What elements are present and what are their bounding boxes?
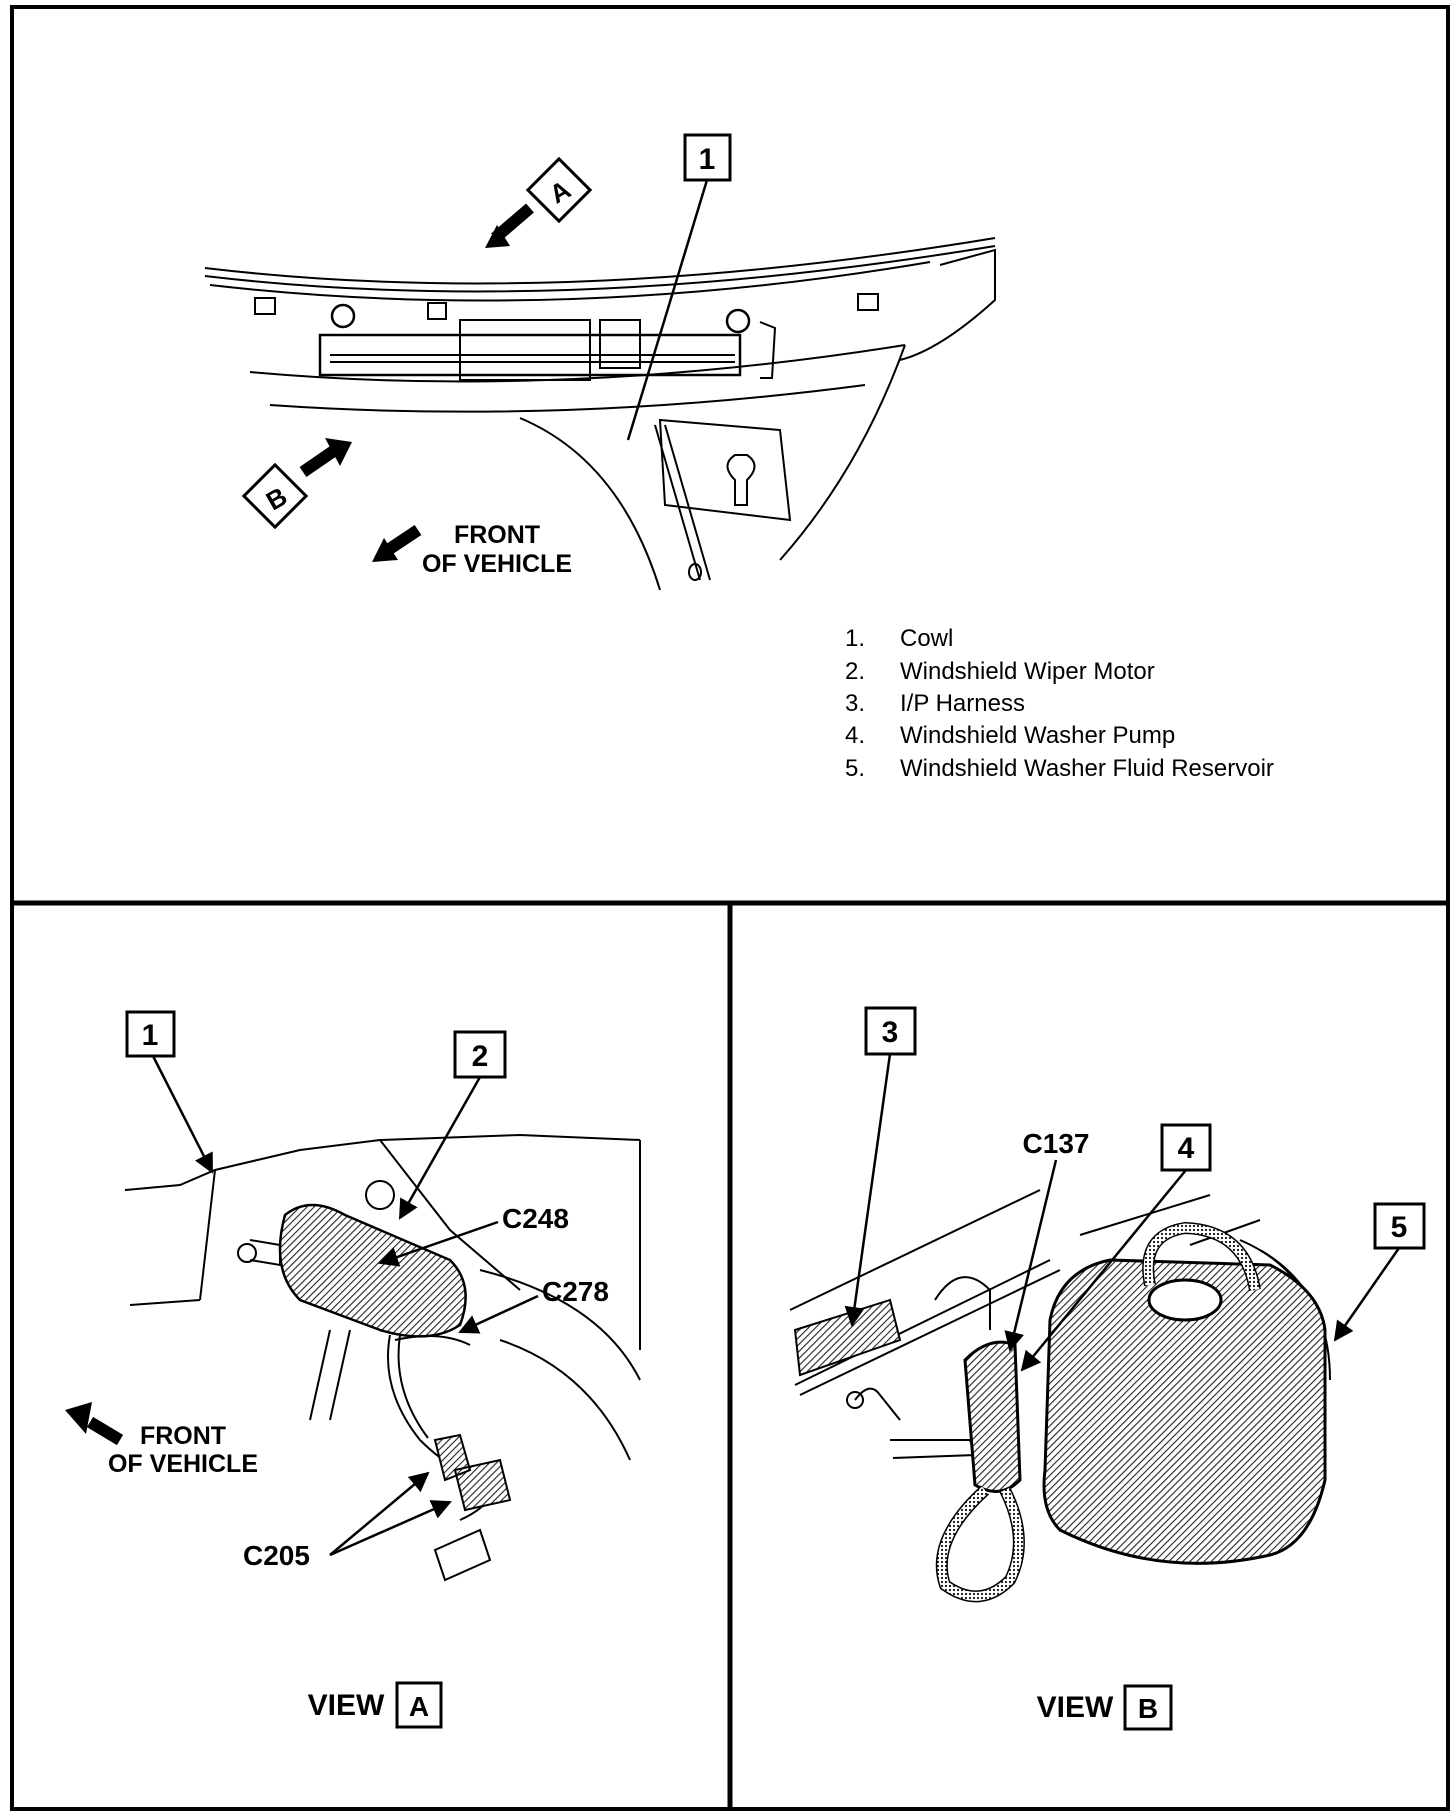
svg-text:1: 1: [699, 143, 716, 176]
svg-text:C248: C248: [502, 1203, 569, 1234]
callout-1-view-a: 1: [125, 1010, 214, 1174]
view-b-panel: 3 C137 4 5 VIEW B: [789, 1006, 1426, 1731]
svg-text:3.: 3.: [845, 690, 865, 717]
svg-text:Windshield Washer Pump: Windshield Washer Pump: [900, 722, 1175, 749]
callout-1-top: 1: [626, 133, 732, 441]
top-panel: 1 A B FRONT OF VEHICLE 1. Cowl: [204, 133, 1274, 782]
svg-text:4.: 4.: [845, 722, 865, 749]
svg-text:5: 5: [1391, 1211, 1408, 1244]
svg-text:Windshield Wiper Motor: Windshield Wiper Motor: [900, 658, 1155, 685]
svg-text:VIEW: VIEW: [1037, 1691, 1114, 1724]
svg-text:Cowl: Cowl: [900, 625, 953, 652]
svg-text:4: 4: [1178, 1132, 1195, 1165]
svg-text:A: A: [409, 1691, 429, 1722]
view-a-panel: 1 2 C248 C278 C205 FRONT O: [65, 1010, 641, 1729]
svg-text:FRONT: FRONT: [454, 521, 540, 549]
legend: 1. Cowl 2. Windshield Wiper Motor 3. I/P…: [845, 625, 1274, 782]
callout-4-view-b: 4: [1020, 1123, 1212, 1372]
svg-text:Windshield Washer Fluid Reserv: Windshield Washer Fluid Reservoir: [900, 755, 1274, 782]
cowl-illustration: [204, 237, 996, 591]
svg-text:5.: 5.: [845, 755, 865, 782]
svg-text:C137: C137: [1023, 1128, 1090, 1159]
view-a-illustration: [124, 1133, 641, 1582]
svg-text:I/P Harness: I/P Harness: [900, 690, 1025, 717]
svg-text:2.: 2.: [845, 658, 865, 685]
callout-5-view-b: 5: [1333, 1202, 1426, 1342]
reservoir-cap: [1147, 1278, 1223, 1322]
svg-text:VIEW: VIEW: [308, 1689, 385, 1722]
connector-c278-label: C278: [458, 1276, 609, 1334]
front-of-vehicle-view-a: FRONT OF VEHICLE: [65, 1402, 258, 1478]
svg-text:1.: 1.: [845, 625, 865, 652]
svg-text:C205: C205: [243, 1540, 310, 1571]
ip-harness: [793, 1298, 902, 1377]
view-a-indicator: A: [485, 156, 593, 248]
svg-text:OF VEHICLE: OF VEHICLE: [422, 550, 572, 578]
wiper-motor-body: [278, 1203, 467, 1338]
svg-text:B: B: [1138, 1693, 1158, 1724]
svg-text:2: 2: [472, 1040, 489, 1073]
view-b-indicator: B: [241, 438, 352, 530]
connector-c205-body: [433, 1433, 512, 1512]
svg-text:C278: C278: [542, 1276, 609, 1307]
svg-text:FRONT: FRONT: [140, 1422, 226, 1450]
connector-c205-label: C205: [243, 1471, 452, 1571]
front-of-vehicle-top: FRONT OF VEHICLE: [372, 521, 572, 578]
callout-3-view-b: 3: [844, 1006, 917, 1327]
view-a-caption: VIEW A: [308, 1681, 443, 1729]
connector-c248-label: C248: [378, 1203, 569, 1267]
frame: [10, 5, 1450, 1811]
view-b-caption: VIEW B: [1037, 1684, 1173, 1731]
washer-pump: [963, 1340, 1022, 1493]
callout-2-view-a: 2: [398, 1030, 507, 1220]
svg-text:OF VEHICLE: OF VEHICLE: [108, 1450, 258, 1478]
reservoir-body: [1042, 1258, 1327, 1565]
svg-text:1: 1: [142, 1019, 159, 1052]
svg-text:3: 3: [882, 1016, 899, 1049]
connector-c137-label: C137: [1004, 1128, 1090, 1352]
